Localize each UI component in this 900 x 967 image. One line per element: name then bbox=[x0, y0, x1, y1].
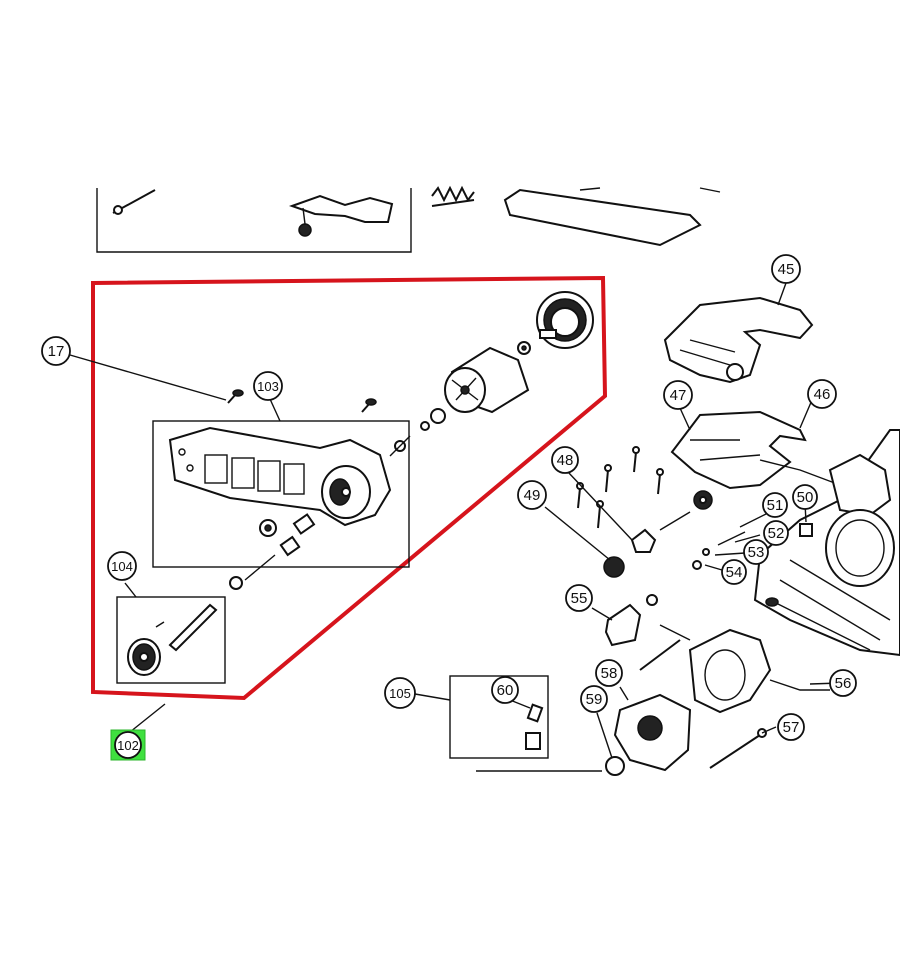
screw-103 bbox=[361, 398, 377, 413]
belt-plate-part bbox=[503, 187, 721, 247]
screw-57-part bbox=[709, 728, 767, 769]
svg-text:50: 50 bbox=[797, 489, 814, 506]
callout-47: 47 bbox=[663, 380, 693, 410]
svg-text:105: 105 bbox=[389, 686, 411, 701]
highlight-outline bbox=[91, 275, 608, 701]
callout-59: 59 bbox=[580, 685, 608, 713]
svg-text:46: 46 bbox=[814, 386, 831, 403]
part-55 bbox=[604, 594, 658, 647]
callout-49: 49 bbox=[517, 480, 547, 510]
main-housing-part bbox=[753, 429, 900, 657]
svg-text:104: 104 bbox=[111, 559, 133, 574]
svg-text:47: 47 bbox=[670, 387, 687, 404]
svg-text:57: 57 bbox=[783, 719, 800, 736]
callout-17: 17 bbox=[41, 336, 71, 366]
callout-58: 58 bbox=[595, 659, 623, 687]
svg-text:60: 60 bbox=[497, 682, 514, 699]
stator-56-part bbox=[639, 624, 830, 714]
svg-text:49: 49 bbox=[524, 487, 541, 504]
callout-53: 53 bbox=[743, 539, 769, 565]
callout-54: 54 bbox=[721, 559, 747, 585]
callout-104: 104 bbox=[107, 551, 137, 581]
callout-51: 51 bbox=[762, 492, 788, 518]
callout-52: 52 bbox=[763, 520, 789, 546]
end-cap-part bbox=[536, 291, 594, 349]
top-left-parts-box bbox=[96, 188, 412, 253]
callout-46: 46 bbox=[807, 379, 837, 409]
screws-cluster bbox=[576, 446, 664, 529]
callout-102-selected[interactable]: 102 bbox=[110, 729, 146, 761]
motor-rotor-part bbox=[444, 346, 530, 414]
svg-text:45: 45 bbox=[778, 261, 795, 278]
leader-102 bbox=[129, 703, 166, 733]
svg-text:56: 56 bbox=[835, 675, 852, 692]
callout-60: 60 bbox=[491, 676, 519, 704]
box-105 bbox=[414, 675, 549, 759]
svg-text:103: 103 bbox=[257, 379, 279, 394]
callout-45: 45 bbox=[771, 254, 801, 284]
callout-56: 56 bbox=[829, 669, 857, 697]
svg-text:48: 48 bbox=[557, 452, 574, 469]
axis-washers bbox=[229, 341, 531, 590]
svg-text:17: 17 bbox=[48, 343, 65, 360]
svg-text:58: 58 bbox=[601, 665, 618, 682]
handle-45-part bbox=[663, 296, 814, 384]
shaft-bushing-parts bbox=[244, 513, 316, 581]
box-104 bbox=[116, 582, 226, 684]
svg-text:102: 102 bbox=[117, 738, 139, 753]
callout-57: 57 bbox=[777, 713, 805, 741]
svg-text:52: 52 bbox=[768, 525, 785, 542]
ring-58-part bbox=[605, 693, 692, 776]
svg-text:53: 53 bbox=[748, 544, 765, 561]
bracket-47-part bbox=[670, 410, 881, 501]
box-103 bbox=[152, 398, 410, 568]
callout-48: 48 bbox=[551, 446, 579, 474]
callout-105: 105 bbox=[384, 677, 416, 709]
svg-text:59: 59 bbox=[586, 691, 603, 708]
svg-text:51: 51 bbox=[767, 497, 784, 514]
spring-part bbox=[431, 185, 475, 207]
callout-55: 55 bbox=[565, 584, 593, 612]
svg-text:54: 54 bbox=[726, 564, 743, 581]
screw-17 bbox=[227, 389, 244, 404]
svg-text:55: 55 bbox=[571, 590, 588, 607]
callout-103: 103 bbox=[253, 371, 283, 401]
callout-50: 50 bbox=[792, 484, 818, 510]
callout-leaders bbox=[69, 282, 841, 759]
gear-housing-part bbox=[168, 426, 392, 527]
switch-parts bbox=[603, 490, 813, 578]
